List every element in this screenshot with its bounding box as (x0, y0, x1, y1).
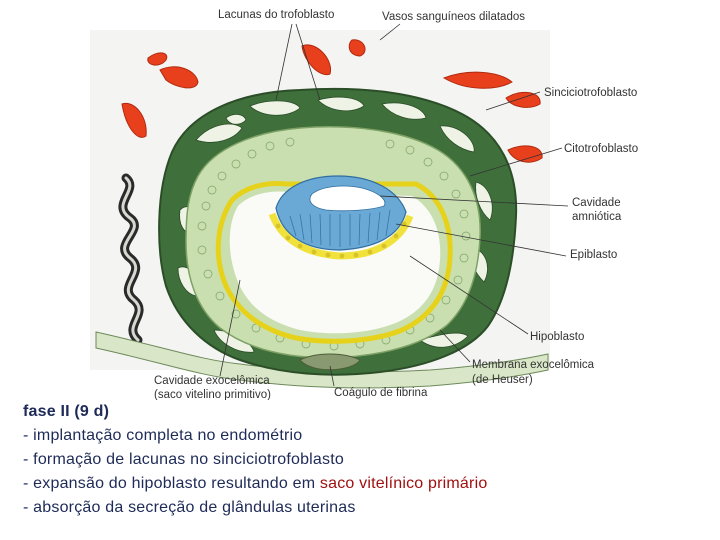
hypoblast-cells (275, 221, 407, 259)
caption-line-lacunae: - formação de lacunas no sinciciotrofobl… (23, 451, 344, 468)
caption-line-implantation: - implantação completa no endométrio (23, 427, 303, 444)
label-citotrofoblasto: Citotrofoblasto (564, 143, 638, 155)
label-epiblasto: Epiblasto (570, 249, 617, 261)
label-cavidade-amniotica-1: Cavidade (572, 197, 621, 209)
label-hipoblasto: Hipoblasto (530, 331, 584, 343)
amniotic-epiblast (268, 175, 414, 260)
exocoelomic-membrane (215, 181, 453, 344)
label-cavidade-amniotica-2: amniótica (572, 211, 622, 223)
uterine-epithelium (95, 331, 549, 389)
fibrin-coagulum (299, 353, 361, 371)
trophoblast-lacunae (177, 96, 493, 353)
caption-line-hypoblast-text: - expansão do hipoblasto resultando em (23, 475, 320, 492)
caption-block: fase II (9 d) - implantação completa no … (23, 400, 703, 520)
caption-title: fase II (9 d) (23, 403, 110, 420)
label-leader-lines (219, 23, 569, 387)
caption-highlight-yolk-sac: saco vitelínico primário (319, 475, 488, 492)
label-membrana-exocelomica-2: (de Heuser) (472, 374, 533, 386)
label-vasos: Vasos sanguíneos dilatados (382, 11, 525, 23)
label-lacunas: Lacunas do trofoblasto (218, 9, 334, 21)
label-cavidade-exocelomica-2: (saco vitelino primitivo) (154, 389, 271, 400)
caption-line-glands: - absorção da secreção de glândulas uter… (23, 499, 356, 516)
caption-line-hypoblast: - expansão do hipoblasto resultando em s… (23, 472, 703, 496)
amniotic-cavity (309, 185, 386, 212)
cytotrophoblast-cells (197, 137, 471, 351)
embryo-implantation-diagram: Lacunas do trofoblasto Vasos sanguíneos … (90, 9, 638, 400)
label-membrana-exocelomica-1: Membrana exocelômica (472, 359, 595, 371)
label-cavidade-exocelomica-1: Cavidade exocelômica (154, 375, 270, 387)
label-coagulo-fibrina: Coágulo de fibrina (334, 387, 428, 399)
uterine-gland (118, 173, 144, 345)
label-sinciciotrofoblasto: Sinciciotrofoblasto (544, 87, 637, 99)
dilated-blood-vessels (121, 39, 543, 163)
